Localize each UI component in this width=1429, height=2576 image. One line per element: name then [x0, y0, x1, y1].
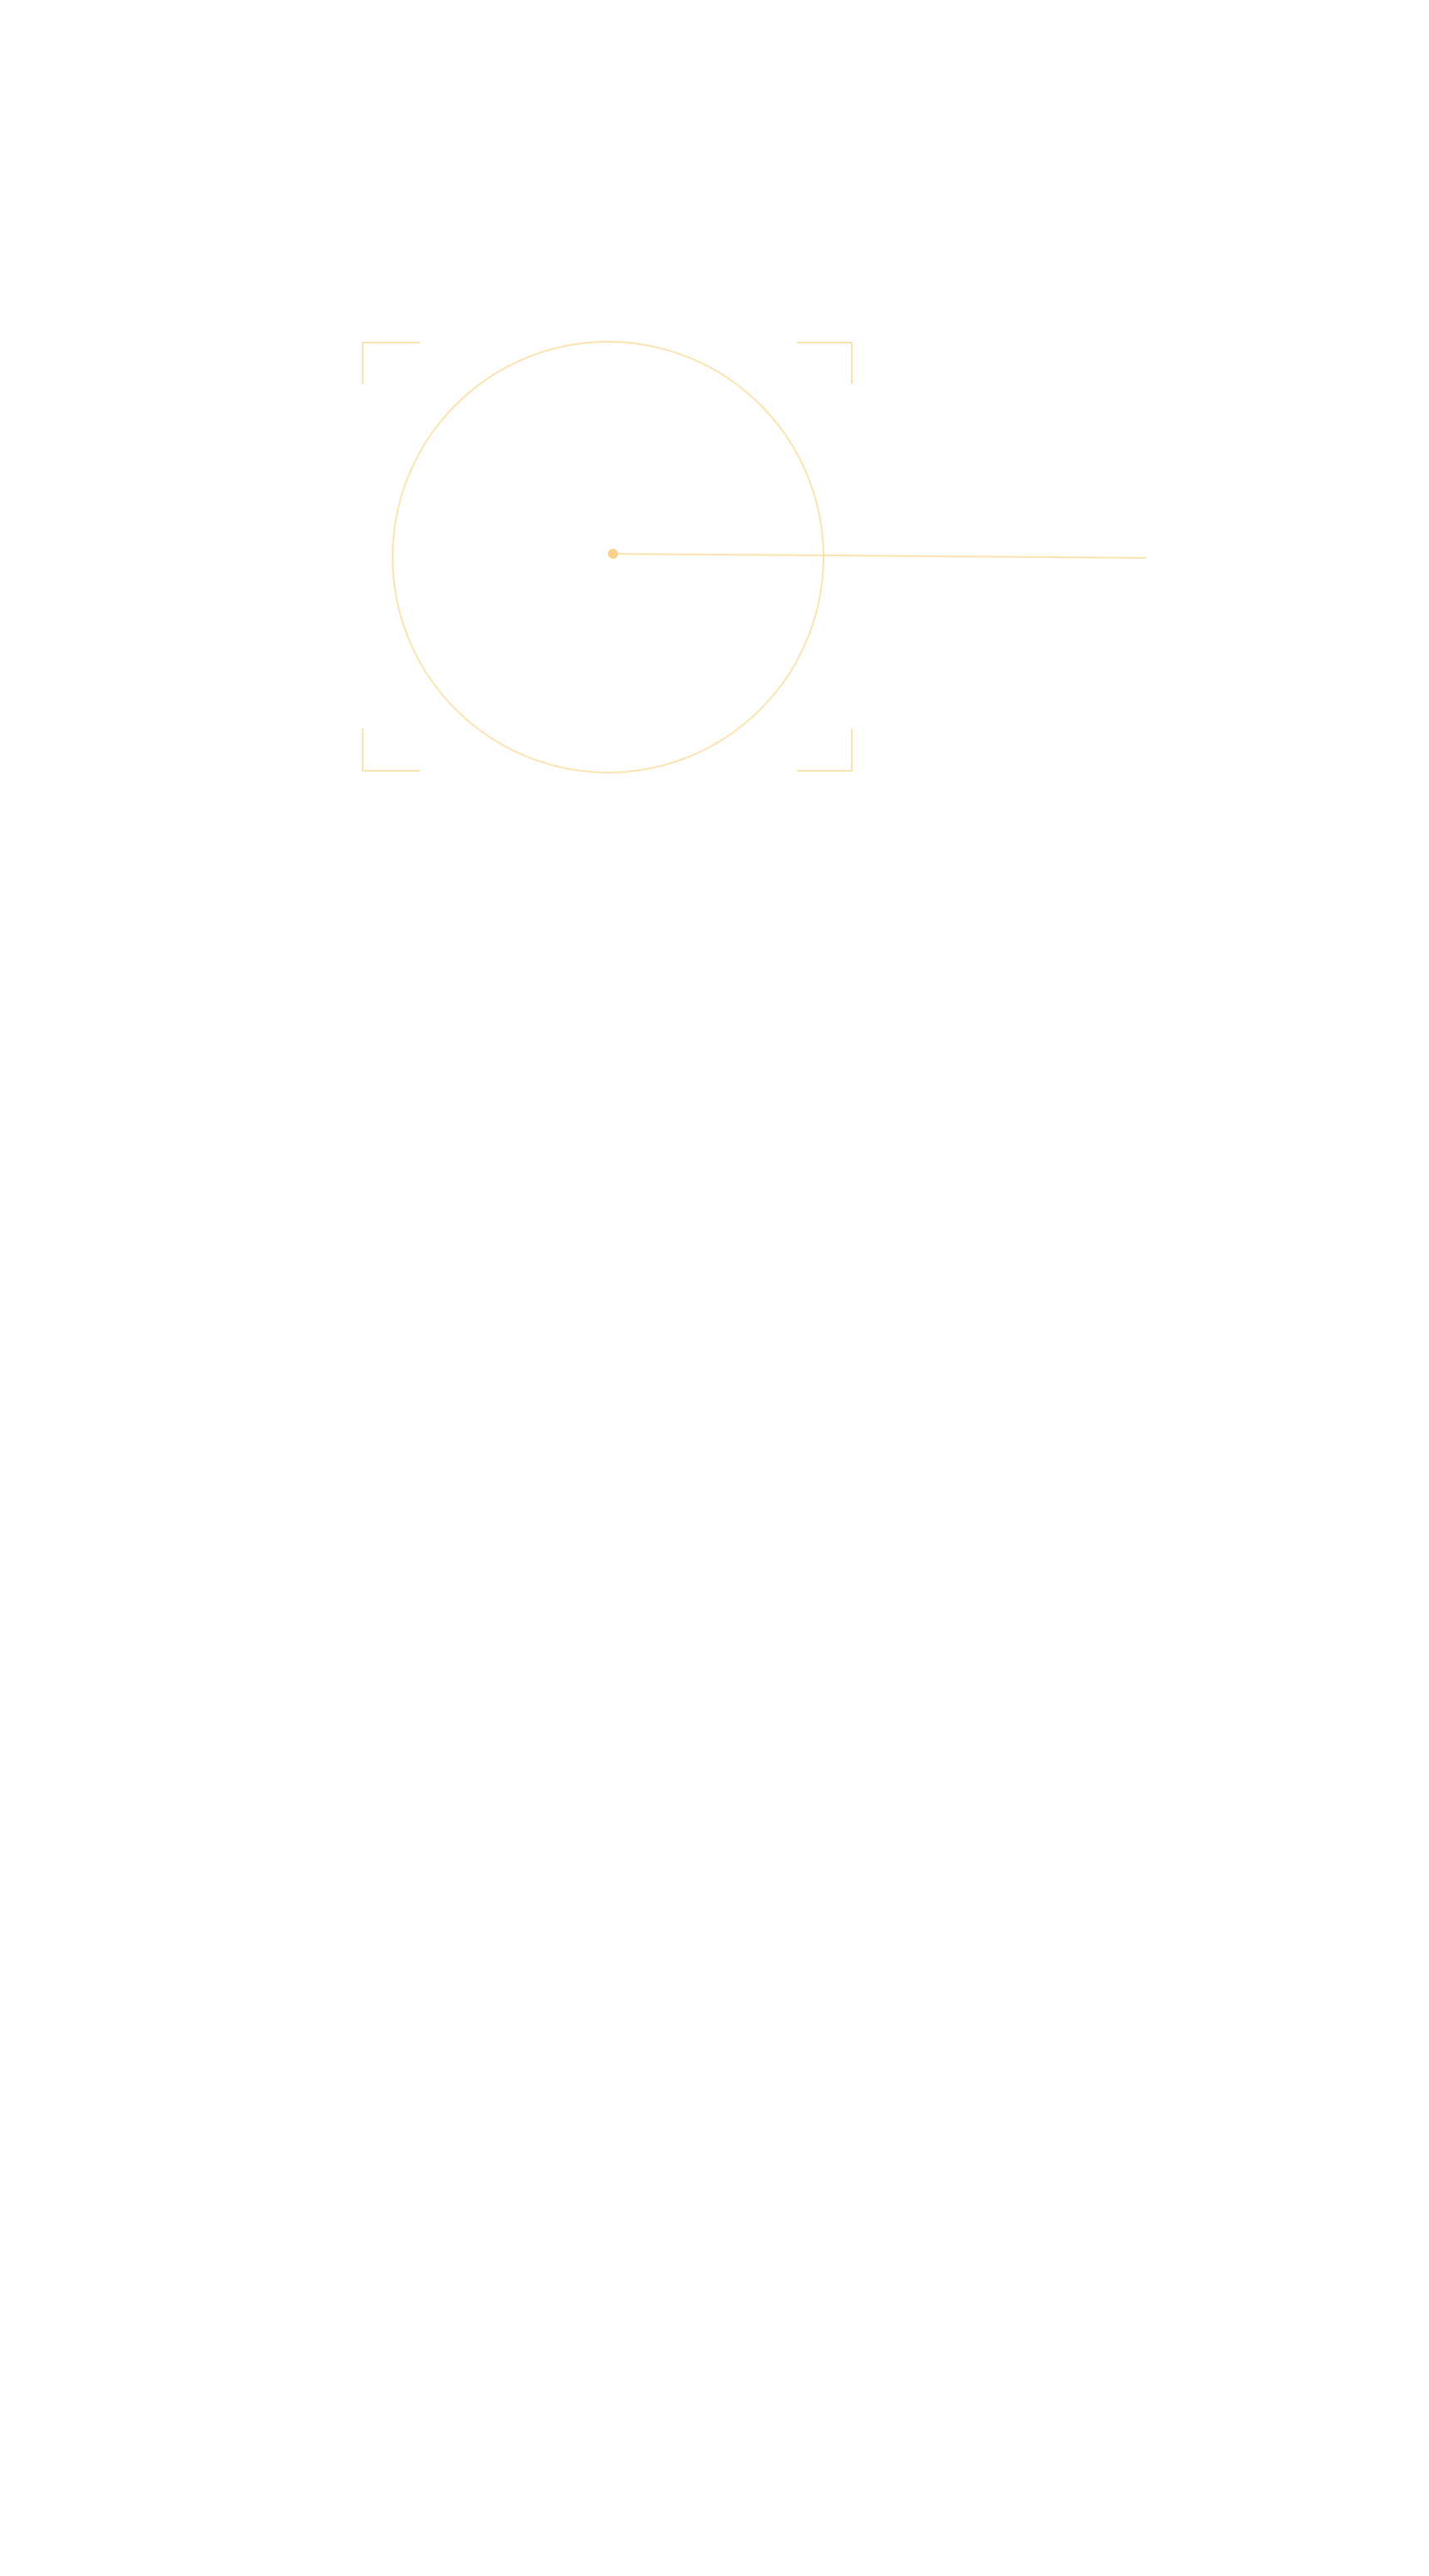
center-dot — [608, 549, 618, 559]
bracket-bottom-left — [362, 728, 420, 772]
corner-brackets — [362, 342, 853, 772]
bracket-top-left — [362, 342, 420, 384]
target-circle — [392, 341, 824, 773]
bracket-top-right — [797, 342, 853, 384]
leader-line — [612, 553, 1147, 559]
bracket-bottom-right — [797, 728, 853, 772]
